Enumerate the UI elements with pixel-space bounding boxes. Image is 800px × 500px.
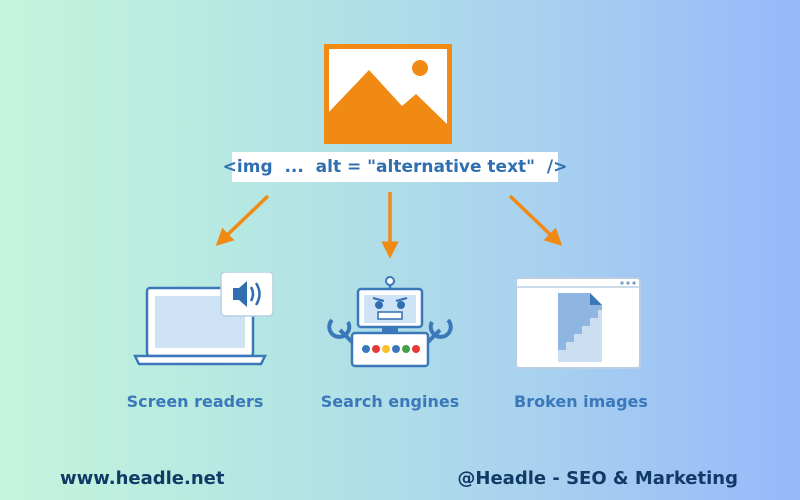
broken-image-icon xyxy=(515,277,641,369)
alt-attribute-code: <img ... alt = "alternative text" /> xyxy=(222,157,568,177)
caption-search-engines: Search engines xyxy=(320,392,460,411)
alt-attribute-code-bar: <img ... alt = "alternative text" /> xyxy=(223,152,567,182)
search-robot-icon xyxy=(327,276,453,368)
image-placeholder-icon xyxy=(324,44,452,144)
arrow-left xyxy=(215,194,270,247)
speaker-icon xyxy=(220,272,274,317)
laptop-icon xyxy=(133,272,274,366)
footer-website: www.headle.net xyxy=(60,468,225,489)
arrow-right xyxy=(508,194,563,247)
caption-screen-readers: Screen readers xyxy=(126,392,264,411)
footer-brand: @Headle - SEO & Marketing xyxy=(457,468,738,489)
caption-broken-images: Broken images xyxy=(514,392,648,411)
